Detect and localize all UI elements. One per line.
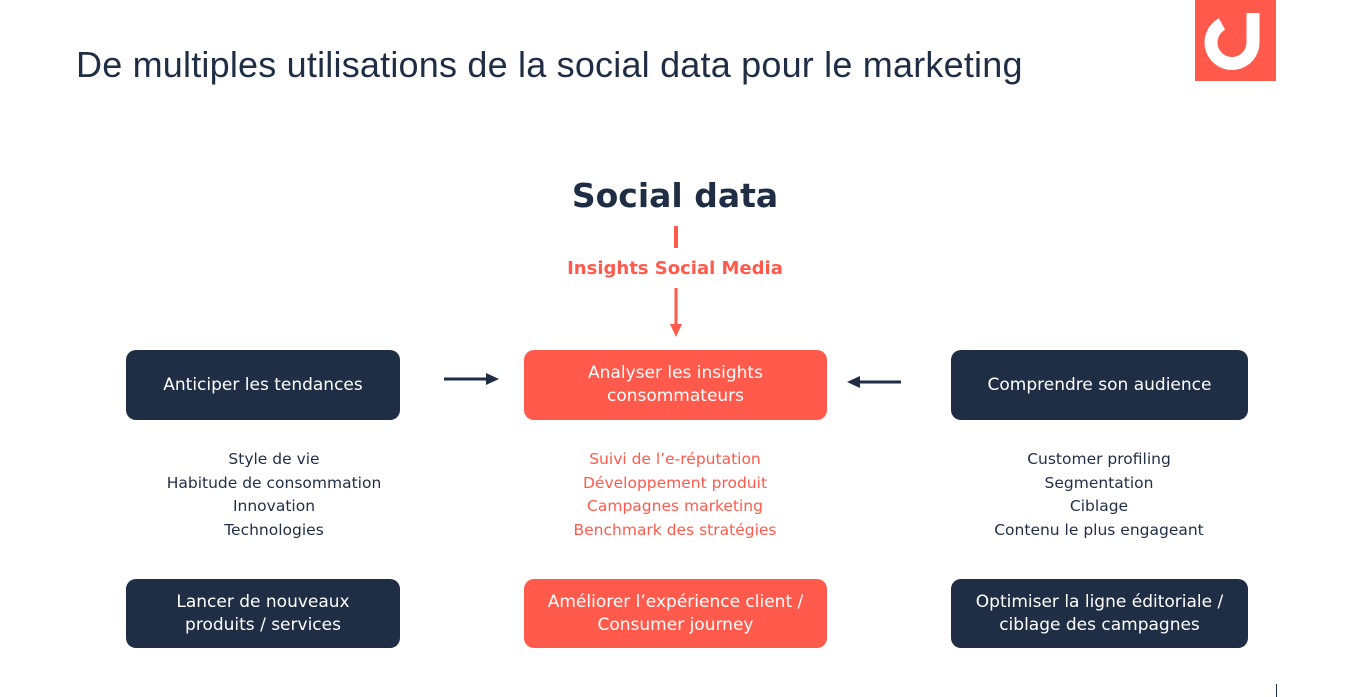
- brand-logo: [1195, 0, 1276, 81]
- list-item: Innovation: [232, 497, 316, 516]
- anticipate-trends-box: Anticiper les tendances: [126, 350, 400, 420]
- right-list: Customer profiling Segmentation Ciblage …: [949, 448, 1249, 543]
- box-label: Comprendre son audience: [987, 374, 1212, 395]
- list-item: Contenu le plus engageant: [994, 521, 1204, 540]
- list-item: Suivi de l’e-réputation: [589, 450, 761, 468]
- improve-experience-box: Améliorer l’expérience client / Consumer…: [524, 579, 827, 648]
- list-item: Campagnes marketing: [587, 497, 763, 516]
- list-item: Technologies: [224, 521, 324, 540]
- list-item: Customer profiling: [1027, 450, 1171, 468]
- list-item: Habitude de consommation: [166, 473, 382, 492]
- understand-audience-box: Comprendre son audience: [951, 350, 1248, 420]
- divider: [1276, 684, 1277, 697]
- list-item: Développement produit: [582, 473, 768, 492]
- box-label: Lancer de nouveaux produits / services: [176, 591, 350, 635]
- list-item: Segmentation: [1044, 473, 1154, 492]
- left-arrow-icon: [847, 376, 901, 388]
- box-label: Améliorer l’expérience client / Consumer…: [547, 591, 804, 635]
- down-arrow-icon: [670, 288, 682, 337]
- page-title: De multiples utilisations de la social d…: [76, 44, 1023, 85]
- left-list: Style de vie Habitude de consommation In…: [124, 448, 424, 543]
- right-arrow-icon: [444, 373, 499, 385]
- social-data-heading: Social data: [571, 176, 779, 215]
- connector-line: [674, 226, 678, 248]
- optimize-editorial-box: Optimiser la ligne éditoriale / ciblage …: [951, 579, 1248, 648]
- box-label: Analyser les insights consommateurs: [588, 363, 763, 406]
- list-item: Ciblage: [1069, 497, 1129, 516]
- list-item: Benchmark des stratégies: [573, 521, 777, 540]
- box-label: Optimiser la ligne éditoriale / ciblage …: [975, 591, 1224, 635]
- list-item: Style de vie: [228, 450, 320, 468]
- insights-subheading: Insights Social Media: [567, 258, 783, 279]
- center-list: Suivi de l’e-réputation Développement pr…: [525, 448, 825, 543]
- box-label: Anticiper les tendances: [163, 374, 363, 395]
- analyze-insights-box: Analyser les insights consommateurs: [524, 350, 827, 420]
- launch-products-box: Lancer de nouveaux produits / services: [126, 579, 400, 648]
- logo-icon: [1204, 13, 1260, 70]
